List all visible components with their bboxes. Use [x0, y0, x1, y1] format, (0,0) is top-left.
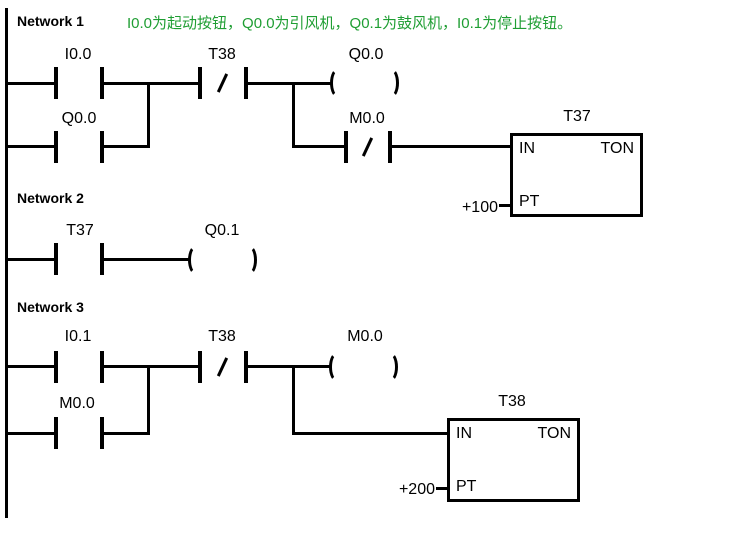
wire — [248, 365, 331, 368]
wire-junction — [147, 82, 150, 148]
wire — [5, 432, 54, 435]
contact-label: T38 — [208, 328, 236, 345]
timer-pt-pin: PT — [519, 193, 540, 210]
contact-T37[interactable] — [54, 243, 104, 275]
nc-slash-icon — [216, 357, 229, 377]
wire — [248, 82, 332, 85]
nc-contact-T38[interactable] — [198, 351, 248, 383]
wire — [5, 82, 54, 85]
wire — [292, 145, 344, 148]
wire — [5, 365, 54, 368]
contact-I0.1[interactable] — [54, 351, 104, 383]
wire — [5, 145, 54, 148]
contact-label: T38 — [208, 46, 236, 63]
contact-M0.0[interactable] — [54, 417, 104, 449]
network-3-header: Network 3 — [17, 299, 84, 315]
timer-name-label: T37 — [563, 108, 591, 125]
wire — [104, 82, 198, 85]
timer-pt-pin: PT — [456, 478, 477, 495]
wire — [104, 365, 198, 368]
wire — [104, 145, 150, 148]
coil-Q0.1[interactable] — [188, 245, 257, 275]
wire — [104, 432, 150, 435]
contact-label: M0.0 — [349, 110, 385, 127]
timer-type-label: TON — [600, 140, 634, 157]
nc-slash-icon — [216, 73, 229, 93]
wire — [392, 145, 512, 148]
network-2-header: Network 2 — [17, 190, 84, 206]
nc-slash-icon — [361, 137, 374, 157]
wire-junction — [292, 82, 295, 148]
nc-contact-M0.0[interactable] — [344, 131, 392, 163]
contact-label: Q0.0 — [61, 110, 97, 127]
contact-label: I0.0 — [64, 46, 92, 63]
timer-type-label: TON — [537, 425, 571, 442]
wire-pt-stub — [499, 204, 512, 207]
coil-label: M0.0 — [347, 328, 383, 345]
timer-preset-value: +100 — [461, 199, 498, 216]
network-1-header: Network 1 — [17, 13, 84, 29]
nc-contact-T38[interactable] — [198, 67, 248, 99]
timer-box-T37[interactable]: IN TON PT — [510, 133, 643, 217]
contact-label: I0.1 — [64, 328, 92, 345]
coil-Q0.0[interactable] — [330, 68, 399, 98]
contact-label: T37 — [66, 222, 94, 239]
wire — [104, 258, 189, 261]
power-rail — [5, 8, 8, 518]
contact-I0.0[interactable] — [54, 67, 104, 99]
timer-box-T38[interactable]: IN TON PT — [447, 418, 580, 502]
wire-junction — [147, 365, 150, 435]
timer-preset-value: +200 — [398, 481, 435, 498]
contact-label: M0.0 — [59, 395, 95, 412]
timer-in-pin: IN — [456, 425, 472, 442]
contact-Q0.0[interactable] — [54, 131, 104, 163]
timer-name-label: T38 — [498, 393, 526, 410]
timer-in-pin: IN — [519, 140, 535, 157]
coil-label: Q0.1 — [204, 222, 240, 239]
coil-M0.0[interactable] — [329, 352, 398, 382]
wire-pt-stub — [436, 487, 449, 490]
wire — [5, 258, 54, 261]
wire — [292, 432, 449, 435]
network-1-comment: I0.0为起动按钮，Q0.0为引风机，Q0.1为鼓风机，I0.1为停止按钮。 — [127, 15, 573, 32]
wire-junction — [292, 365, 295, 435]
coil-label: Q0.0 — [348, 46, 384, 63]
